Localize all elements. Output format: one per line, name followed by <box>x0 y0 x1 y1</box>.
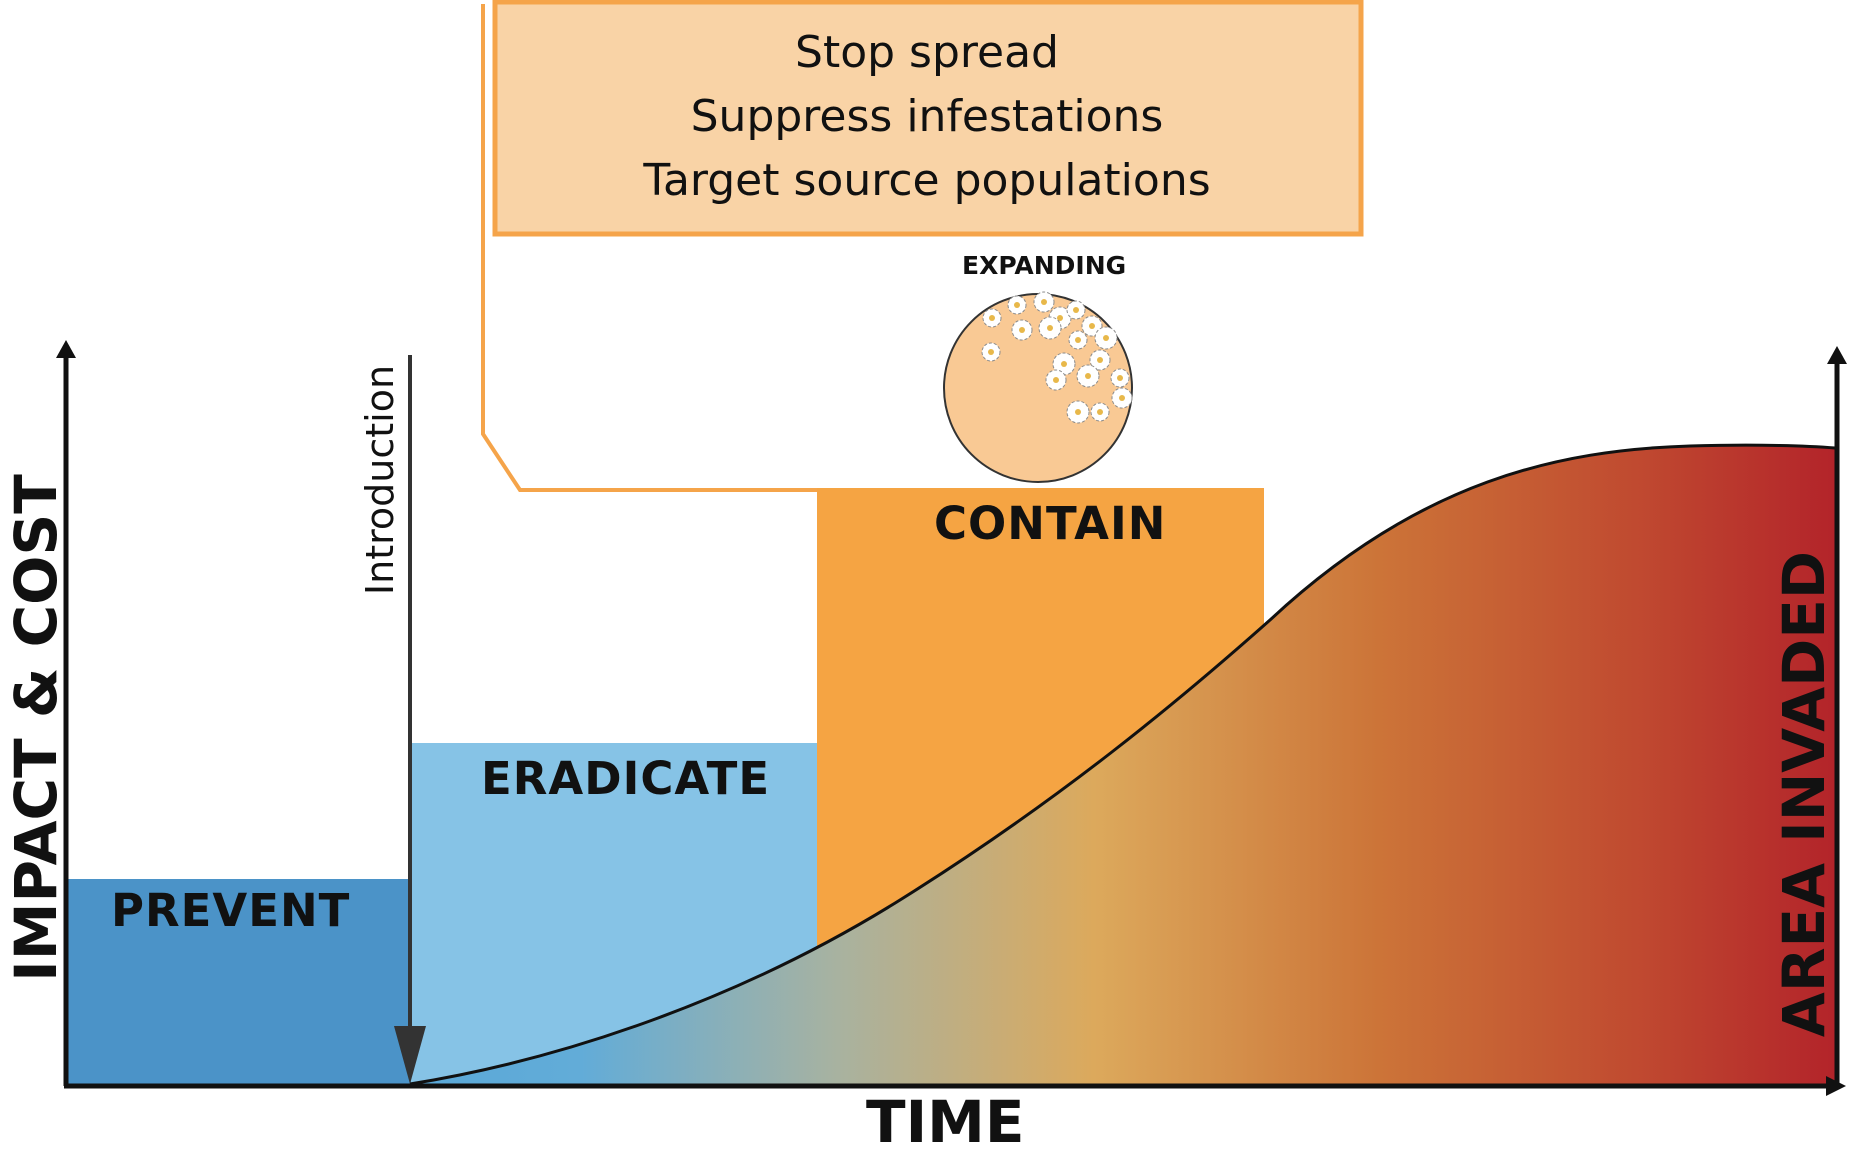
flower-center-mark <box>1119 395 1125 401</box>
x-axis-label: TIME <box>866 1088 1025 1156</box>
prevent-block <box>68 879 411 1084</box>
flower-center-mark <box>1097 357 1103 363</box>
left-axis-arrowhead-icon <box>56 340 76 358</box>
eradicate-label: ERADICATE <box>481 752 771 805</box>
flower-center-mark <box>1075 409 1081 415</box>
flower-center-mark <box>1103 335 1109 341</box>
flower-center-mark <box>1097 409 1103 415</box>
callout-connector <box>481 4 818 492</box>
area-invaded-curve-line <box>409 443 1836 1086</box>
flower-center-mark <box>1075 337 1081 343</box>
flower-center-mark <box>1014 302 1020 308</box>
area-invaded-curve-fill <box>410 445 1835 1084</box>
y-left-axis-label: IMPACT & COST <box>2 474 70 982</box>
callout-line-stop-spread: Stop spread <box>795 27 1059 78</box>
flower-center-mark <box>1085 373 1091 379</box>
callout-line-suppress-infestations: Suppress infestations <box>690 91 1164 142</box>
down-arrow-icon <box>394 1026 426 1084</box>
flower-center-mark <box>989 315 995 321</box>
flower-center-mark <box>1089 323 1095 329</box>
expanding-label: EXPANDING <box>962 251 1127 280</box>
flower-center-mark <box>1061 361 1067 367</box>
prevent-label: PREVENT <box>111 884 351 937</box>
flower-center-mark <box>1073 307 1079 313</box>
callout-line-target-source-populations: Target source populations <box>643 155 1211 206</box>
y-right-axis-label: AREA INVADED <box>1770 550 1838 1038</box>
flower-center-mark <box>1053 377 1059 383</box>
flower-center-mark <box>988 349 994 355</box>
x-axis-arrowhead-icon <box>1826 1076 1846 1096</box>
right-axis-arrowhead-icon <box>1827 346 1847 364</box>
introduction-label: Introduction <box>358 364 402 596</box>
flower-center-mark <box>1057 315 1063 321</box>
callout-text: Stop spread Suppress infestations Target… <box>493 0 1361 234</box>
flower-center-mark <box>1117 375 1123 381</box>
flower-center-mark <box>1041 299 1047 305</box>
circle-with-flower-clusters-icon <box>943 291 1133 483</box>
callout-box <box>492 0 1364 237</box>
flower-center-mark <box>1047 325 1053 331</box>
flower-center-mark <box>1019 327 1025 333</box>
contain-label: CONTAIN <box>934 497 1167 550</box>
